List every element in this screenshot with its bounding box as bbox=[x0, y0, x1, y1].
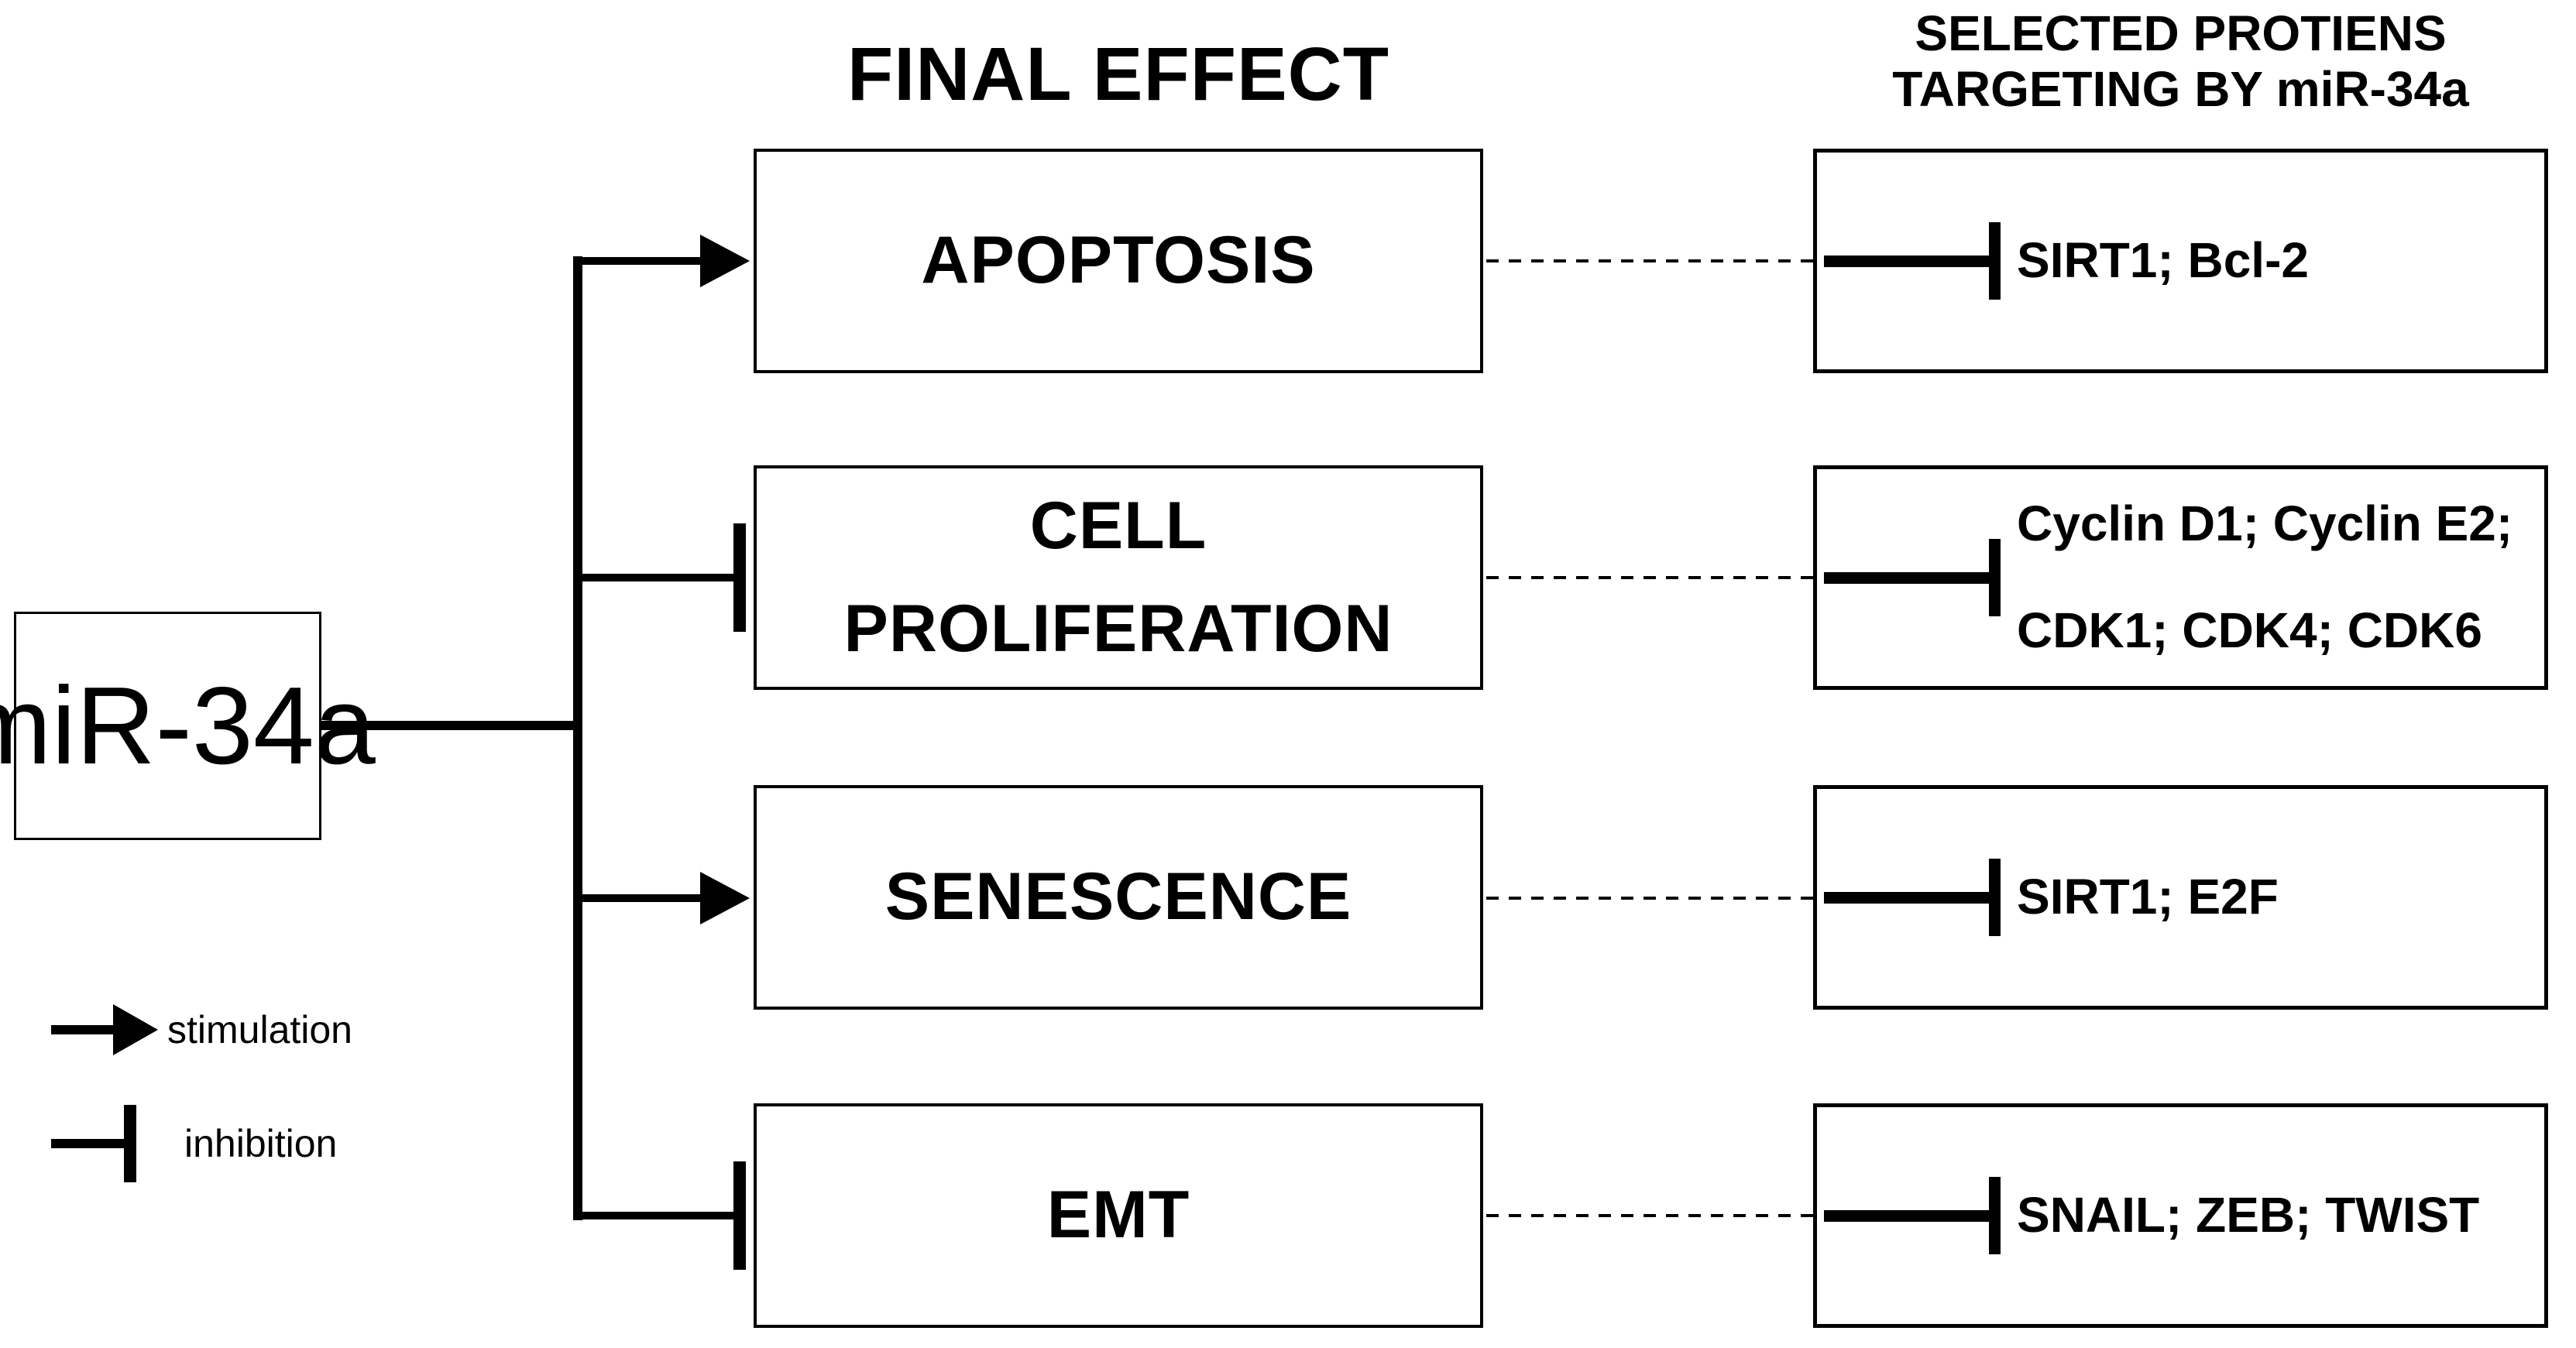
inhibition-tbar-icon bbox=[1989, 539, 2001, 616]
branch-line-senescence bbox=[578, 894, 702, 902]
mir34a-connector-line bbox=[321, 721, 578, 730]
inhibition-line bbox=[1824, 892, 1989, 904]
inhibition-tbar-icon bbox=[124, 1105, 136, 1182]
selected-proteins-header: SELECTED PROTIENS TARGETING BY miR-34a bbox=[1892, 5, 2469, 117]
effect-box-emt: EMT bbox=[754, 1103, 1483, 1328]
effect-box-senescence: SENESCENCE bbox=[754, 785, 1483, 1010]
dashed-connector-emt bbox=[1486, 1214, 1813, 1217]
legend-stimulation-label: stimulation bbox=[167, 1008, 352, 1051]
effect-label: SENESCENCE bbox=[884, 859, 1352, 935]
target-proteins-label: SIRT1; Bcl-2 bbox=[2017, 232, 2309, 289]
target-proteins-label: SIRT1; E2F bbox=[2017, 869, 2279, 925]
target-box-apoptosis: SIRT1; Bcl-2 bbox=[1813, 149, 2548, 373]
effect-box-apoptosis: APOPTOSIS bbox=[754, 149, 1483, 373]
dashed-connector-cell-proliferation bbox=[1486, 576, 1813, 579]
target-box-cell-proliferation: Cyclin D1; Cyclin E2; CDK1; CDK4; CDK6 bbox=[1813, 465, 2548, 690]
stimulation-arrow-icon bbox=[700, 235, 750, 287]
legend-inhibition-label: inhibition bbox=[184, 1122, 338, 1165]
inhibition-line bbox=[1824, 572, 1989, 584]
inhibition-tbar-icon bbox=[733, 523, 746, 632]
dashed-connector-apoptosis bbox=[1486, 259, 1813, 262]
branch-line-emt bbox=[578, 1212, 733, 1219]
inhibition-tbar-icon bbox=[733, 1161, 746, 1270]
target-box-emt: SNAIL; ZEB; TWIST bbox=[1813, 1103, 2548, 1328]
inhibition-tbar-icon bbox=[1989, 1177, 2001, 1254]
inhibition-line bbox=[1824, 1210, 1989, 1222]
effect-box-cell-proliferation: CELL PROLIFERATION bbox=[754, 465, 1483, 690]
mir34a-node: miR-34a bbox=[0, 612, 376, 840]
effect-label: EMT bbox=[1046, 1178, 1190, 1253]
branch-trunk-line bbox=[573, 256, 582, 1220]
dashed-connector-senescence bbox=[1486, 897, 1813, 900]
effect-label: APOPTOSIS bbox=[921, 223, 1316, 298]
stimulation-arrow-icon bbox=[113, 1004, 158, 1055]
inhibition-tbar-icon bbox=[1989, 859, 2001, 936]
branch-line-apoptosis bbox=[578, 257, 702, 265]
branch-line-cell-proliferation bbox=[578, 574, 733, 581]
target-proteins-label: SNAIL; ZEB; TWIST bbox=[2017, 1187, 2480, 1243]
legend-inhibition-line bbox=[51, 1139, 124, 1148]
inhibition-tbar-icon bbox=[1989, 222, 2001, 300]
stimulation-arrow-icon bbox=[700, 872, 750, 924]
effect-label: CELL PROLIFERATION bbox=[843, 488, 1393, 666]
final-effect-header: FINAL EFFECT bbox=[847, 32, 1389, 116]
inhibition-line bbox=[1824, 256, 1989, 267]
legend-stimulation-line bbox=[51, 1025, 113, 1034]
target-proteins-label: Cyclin D1; Cyclin E2; CDK1; CDK4; CDK6 bbox=[2017, 496, 2513, 658]
mir34a-label: miR-34a bbox=[0, 664, 376, 787]
target-box-senescence: SIRT1; E2F bbox=[1813, 785, 2548, 1010]
